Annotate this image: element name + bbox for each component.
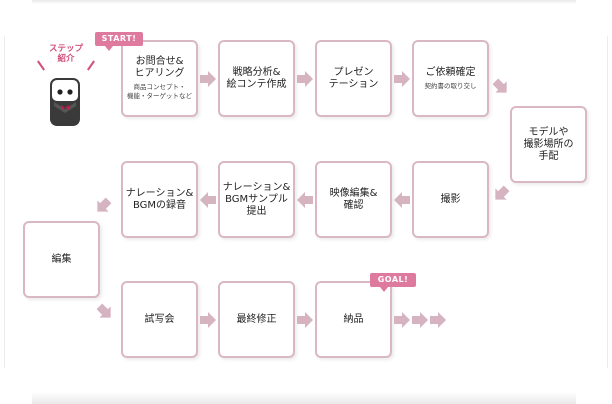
step-subtitle: 商品コンセプト・ 機能・ターゲットなど [127,83,192,100]
step-shooting: 撮影 [412,161,489,238]
arrow-right-icon [394,71,410,87]
diagram-frame [4,36,608,368]
step-title: 納品 [343,313,364,325]
step-title: モデルや 撮影場所の 手配 [523,126,574,162]
arrow-down-right-icon [96,303,111,318]
step-title: 試写会 [144,313,175,325]
triple-arrow-icon [394,312,446,328]
step-presentation: プレゼン テーション [315,40,392,117]
step-title: ご依頼確定 [425,66,476,78]
arrow-right-icon [297,71,313,87]
step-edit: 編集 [23,221,100,298]
step-title: 撮影 [440,193,461,205]
step-preview-screening: 試写会 [121,281,198,358]
arrow-right-icon [200,71,216,87]
bottom-rule [32,392,576,404]
step-narration-bgm-sample: ナレーション& BGMサンプル 提出 [218,161,295,238]
step-inquiry-hearing: お問合せ& ヒアリング 商品コンセプト・ 機能・ターゲットなど [121,40,198,117]
step-video-editing: 映像編集& 確認 [315,161,392,238]
arrow-left-icon [394,192,410,208]
step-delivery: 納品 [315,281,392,358]
step-narration-bgm-recording: ナレーション& BGMの録音 [121,161,198,238]
step-final-revision: 最終修正 [218,281,295,358]
step-strategy-storyboard: 戦略分析& 絵コンテ作成 [218,40,295,117]
arrow-down-right-icon [492,78,507,93]
step-title: 戦略分析& 絵コンテ作成 [226,66,287,90]
start-badge: START! [95,32,143,51]
step-intro-label: ステップ 紹介 [48,44,83,64]
arrow-left-icon [200,192,216,208]
step-title: お問合せ& ヒアリング [134,56,185,79]
arrow-left-icon [297,192,313,208]
goal-badge: GOAL! [370,273,416,292]
step-title: ナレーション& BGMサンプル 提出 [222,181,291,217]
step-title: 最終修正 [236,313,277,325]
mascot-icon [50,78,80,126]
arrow-down-left-icon [97,197,112,212]
step-title: 映像編集& 確認 [329,187,378,211]
step-title: プレゼン テーション [328,66,379,90]
arrow-down-left-icon [495,185,510,200]
arrow-right-icon [297,312,313,328]
step-order-confirmation: ご依頼確定 契約書の取り交し [412,40,489,117]
step-model-location: モデルや 撮影場所の 手配 [510,106,587,183]
arrow-right-icon [200,312,216,328]
step-title: ナレーション& BGMの録音 [125,187,194,211]
step-title: 編集 [51,253,72,265]
top-rule [32,0,576,4]
step-subtitle: 契約書の取り交し [424,81,477,90]
